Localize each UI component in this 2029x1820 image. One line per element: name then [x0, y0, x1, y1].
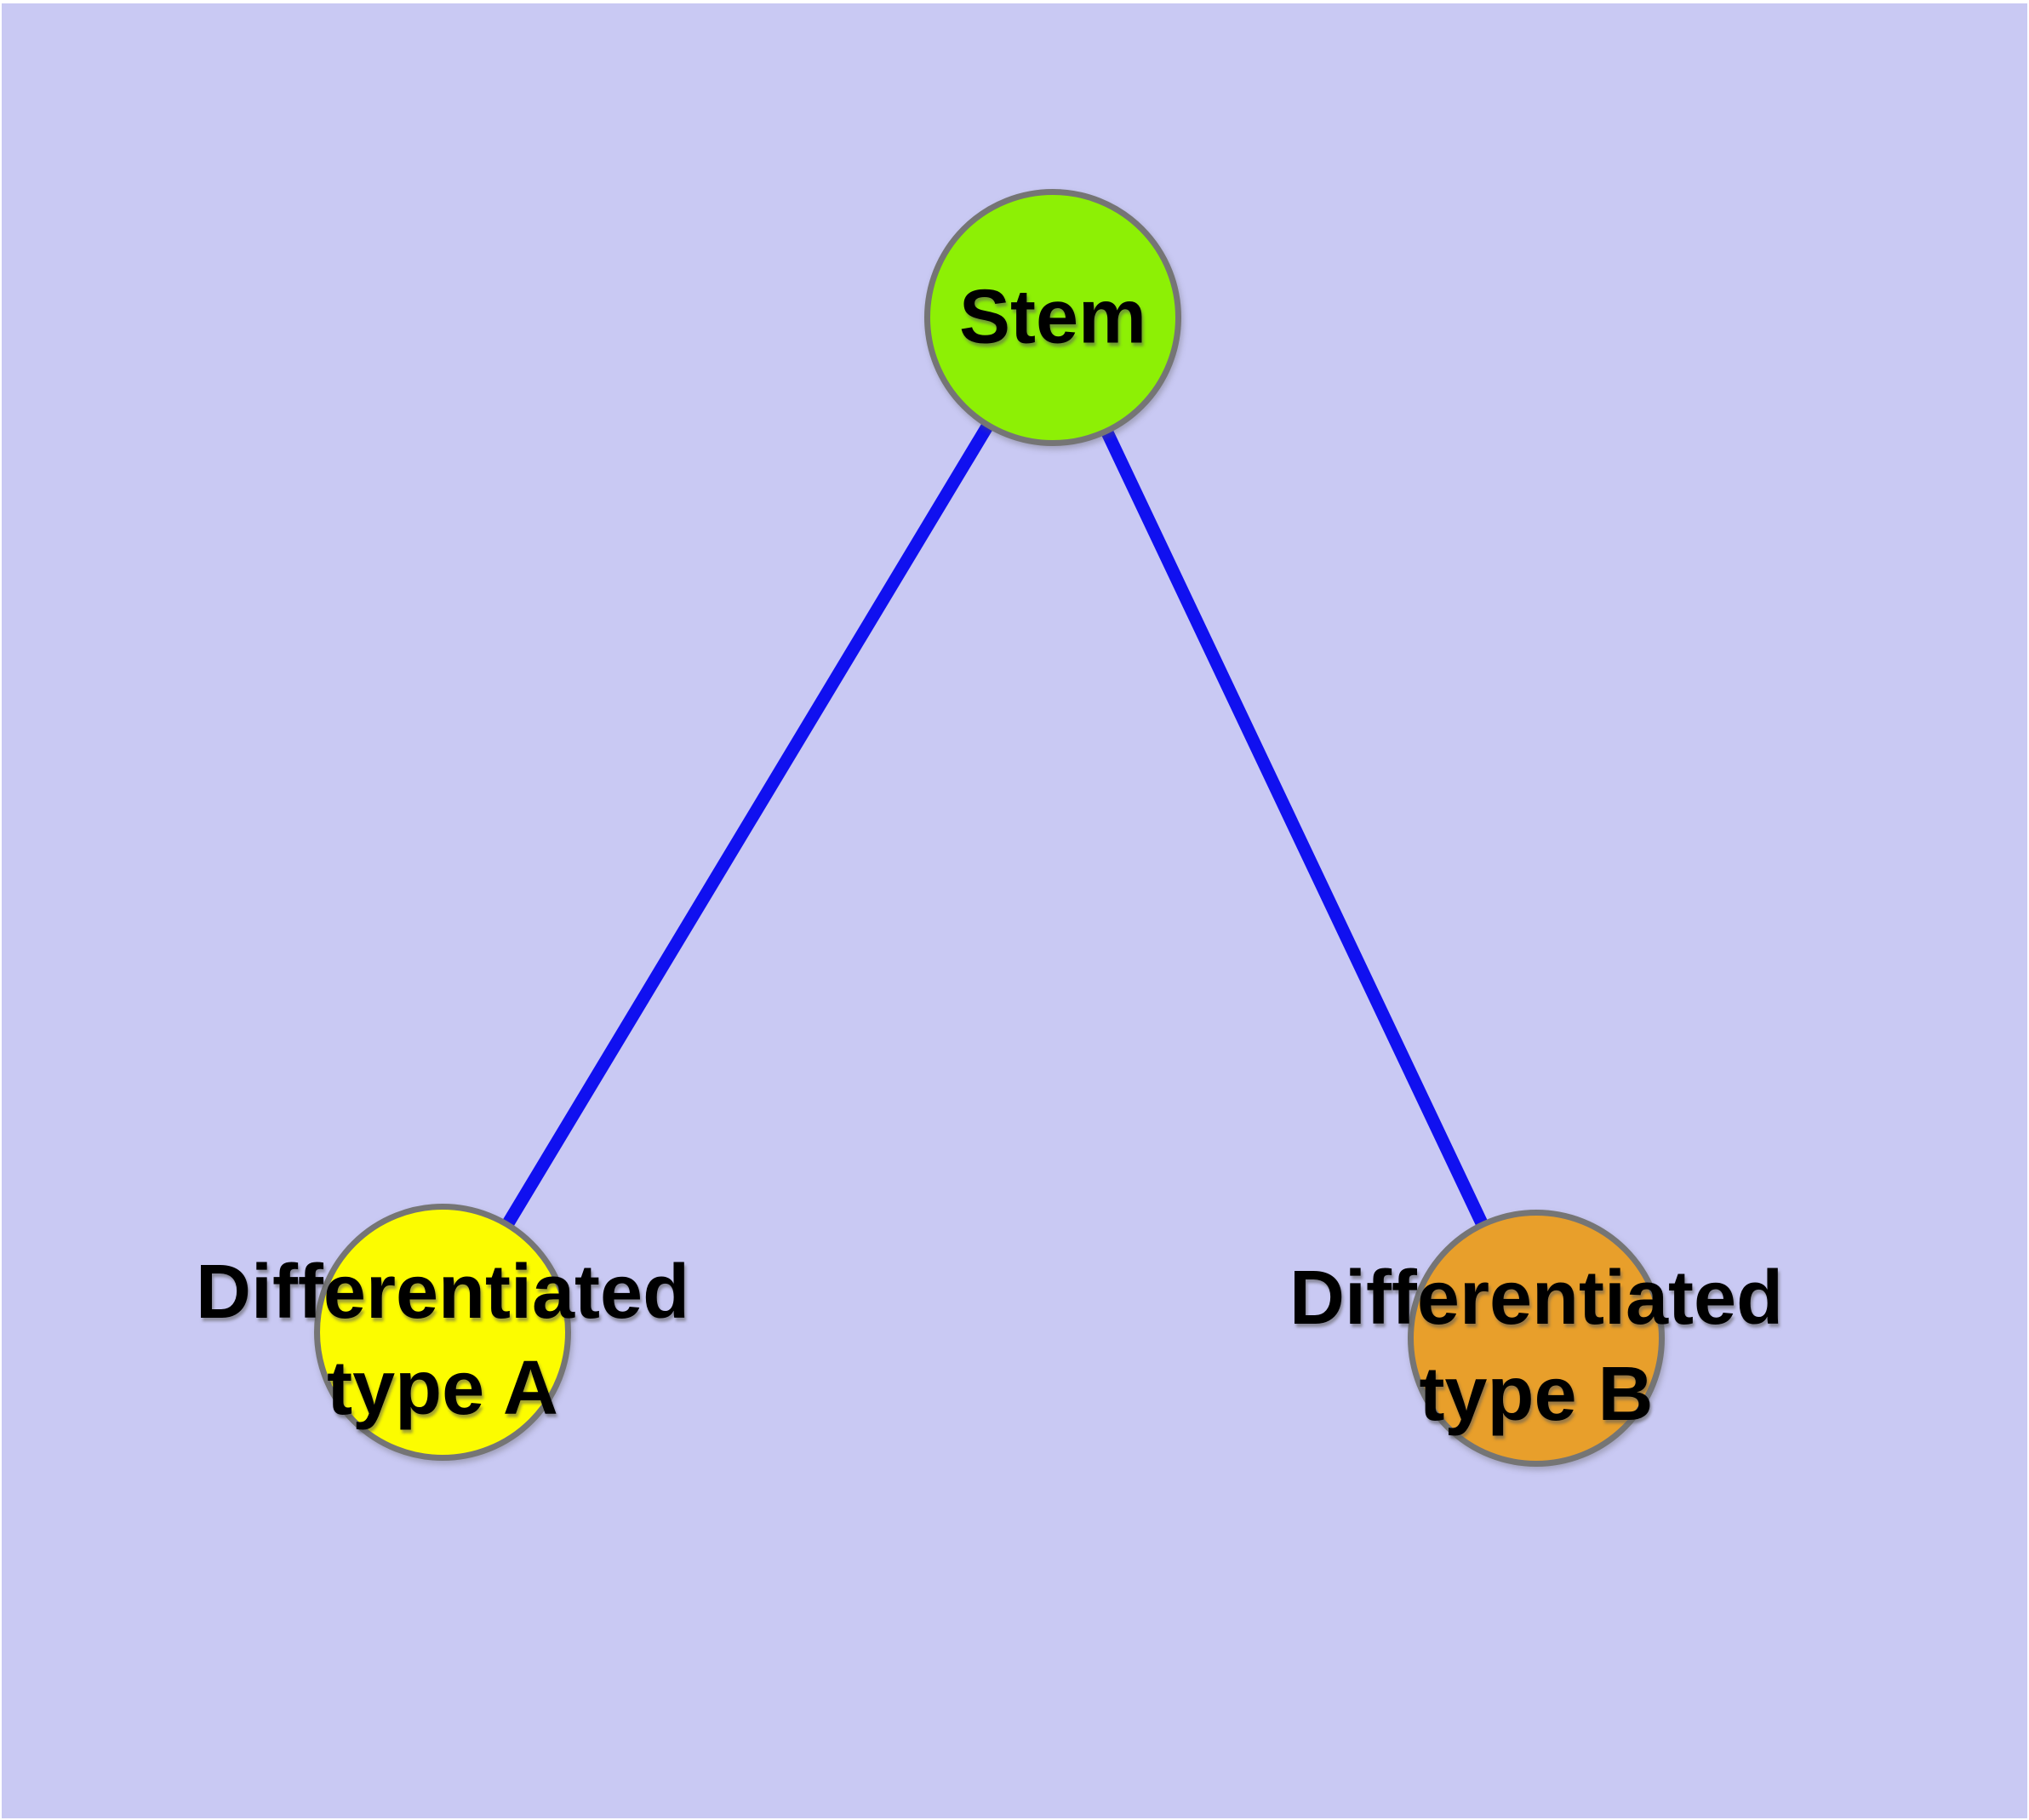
node-differentiated-type-a[interactable]: Differentiated type A: [196, 1204, 689, 1461]
edge-stem-to-type-a: [437, 314, 1059, 1336]
node-differentiated-type-b-label: Differentiated type B: [1289, 1251, 1783, 1443]
node-label-line: Differentiated: [1289, 1256, 1784, 1341]
node-label-line: type A: [327, 1346, 558, 1431]
node-label-line: Differentiated: [195, 1250, 690, 1335]
node-stem-label: Stem: [959, 270, 1146, 366]
node-differentiated-type-b[interactable]: Differentiated type B: [1289, 1210, 1783, 1467]
edge-stem-to-type-b: [1047, 314, 1542, 1342]
node-stem[interactable]: Stem: [924, 189, 1181, 446]
node-differentiated-type-a-label: Differentiated type A: [196, 1245, 689, 1437]
node-label-line: type B: [1419, 1352, 1654, 1437]
node-label-line: Stem: [958, 274, 1147, 360]
